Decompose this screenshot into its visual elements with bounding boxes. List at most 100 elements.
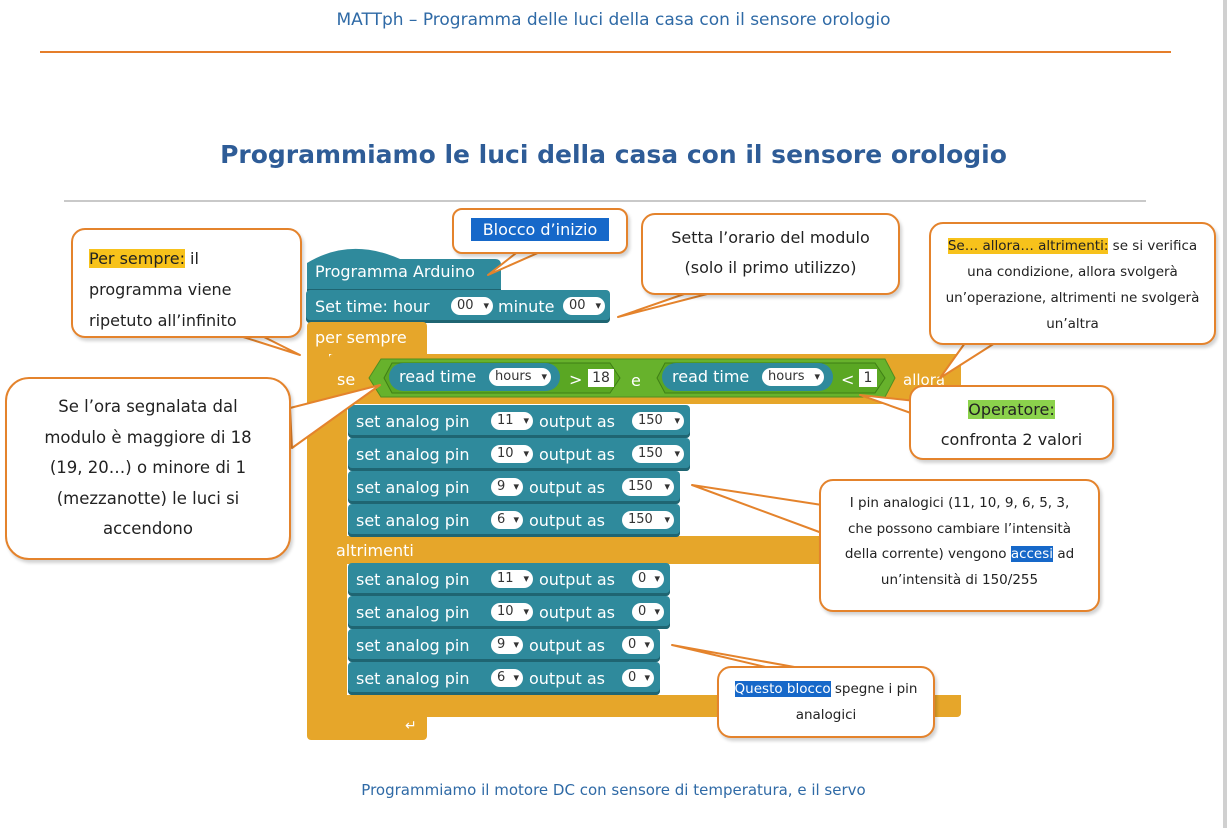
callout-off-highlight: Questo blocco	[734, 681, 831, 697]
callout-off-text: spegne i pin analogici	[795, 681, 918, 723]
loop-arrow-icon: ↵	[405, 718, 417, 734]
value-dropdown[interactable]: 0	[622, 669, 654, 687]
pointer-forever	[239, 335, 301, 356]
callout-operator: Operatore: confronta 2 valori	[909, 385, 1114, 460]
next-lesson-link[interactable]: Programmiamo il motore DC con sensore di…	[361, 781, 866, 799]
if-label: se	[337, 370, 356, 389]
read-time-block-2[interactable]: read time hours	[662, 363, 833, 391]
value-dropdown[interactable]: 150	[632, 445, 684, 463]
callout-ifelse-highlight: Se… allora… altrimenti:	[947, 238, 1109, 254]
scrollbar[interactable]	[1223, 0, 1227, 828]
callout-settime-line2: (solo il primo utilizzo)	[684, 258, 857, 277]
set-time-block[interactable]: Set time: hour 00 minute 00	[306, 290, 610, 323]
title-divider	[64, 200, 1146, 202]
callout-off: Questo blocco spegne i pin analogici	[717, 666, 935, 738]
value-dropdown[interactable]: 0	[632, 570, 664, 588]
set-pin-label: set analog pin	[356, 511, 470, 530]
callout-start-text: Blocco d’inizio	[470, 218, 610, 241]
callout-operator-text: confronta 2 valori	[940, 430, 1083, 449]
callout-forever: Per sempre: il programma viene ripetuto …	[71, 228, 302, 338]
callout-condition: Se l’ora segnalata dal modulo è maggiore…	[5, 377, 291, 560]
callout-start: Blocco d’inizio	[452, 208, 628, 254]
set-pin-label: set analog pin	[356, 669, 470, 688]
read-time-block-1[interactable]: read time hours	[389, 363, 560, 391]
set-pin-block-11-on[interactable]: set analog pin 11 output as 150	[348, 405, 690, 438]
page-title: Programmiamo le luci della casa con il s…	[220, 140, 1007, 169]
set-pin-label: set analog pin	[356, 412, 470, 431]
pin-dropdown[interactable]: 9	[491, 636, 523, 654]
pin-dropdown[interactable]: 10	[491, 603, 533, 621]
set-pin-block-10-on[interactable]: set analog pin 10 output as 150	[348, 438, 690, 471]
set-pin-label: set analog pin	[356, 603, 470, 622]
output-as-label: output as	[539, 570, 615, 589]
set-pin-label: set analog pin	[356, 445, 470, 464]
read-time-label-1: read time	[399, 367, 477, 386]
else-bar	[329, 536, 829, 564]
set-pin-block-10-off[interactable]: set analog pin 10 output as 0	[348, 596, 670, 629]
header-title: MATTph – Programma delle luci della casa…	[336, 10, 891, 30]
and-label: e	[631, 371, 641, 390]
callout-forever-text: il programma viene ripetuto all’infinito	[89, 249, 237, 330]
set-pin-block-6-off[interactable]: set analog pin 6 output as 0	[348, 662, 660, 695]
less-than-operator: <	[841, 370, 855, 389]
callout-settime: Setta l’orario del modulo (solo il primo…	[641, 213, 900, 295]
pin-dropdown[interactable]: 6	[491, 511, 523, 529]
pin-dropdown[interactable]: 11	[491, 412, 533, 430]
set-pin-label: set analog pin	[356, 636, 470, 655]
value-field-1[interactable]: 1	[859, 369, 877, 387]
value-field-18[interactable]: 18	[588, 369, 614, 387]
callout-pins-text-1: I pin analogici (11, 10, 9, 6, 5, 3, che…	[844, 495, 1071, 562]
read-time-label-2: read time	[672, 367, 750, 386]
set-pin-block-9-on[interactable]: set analog pin 9 output as 150	[348, 471, 680, 504]
output-as-label: output as	[539, 412, 615, 431]
pointer-pins	[691, 484, 823, 534]
output-as-label: output as	[539, 603, 615, 622]
output-as-label: output as	[529, 636, 605, 655]
pointer-settime	[617, 291, 716, 318]
forever-foot	[307, 714, 427, 740]
pointer-condition	[289, 384, 381, 449]
forever-label: per sempre	[315, 328, 407, 347]
else-label: altrimenti	[336, 541, 414, 560]
value-dropdown[interactable]: 150	[622, 478, 674, 496]
pin-dropdown[interactable]: 11	[491, 570, 533, 588]
output-as-label: output as	[529, 669, 605, 688]
callout-pins: I pin analogici (11, 10, 9, 6, 5, 3, che…	[819, 479, 1100, 612]
program-label: Programma Arduino	[315, 262, 475, 281]
callout-pins-highlight: accesi	[1010, 546, 1054, 562]
callout-condition-text: Se l’ora segnalata dal modulo è maggiore…	[44, 397, 252, 538]
set-pin-label: set analog pin	[356, 478, 470, 497]
value-dropdown[interactable]: 0	[622, 636, 654, 654]
callout-ifelse-text: se si verifica una condizione, allora sv…	[945, 238, 1200, 332]
forever-block[interactable]	[307, 322, 427, 354]
minute-dropdown[interactable]: 00	[563, 297, 605, 315]
value-dropdown[interactable]: 150	[632, 412, 684, 430]
set-pin-block-6-on[interactable]: set analog pin 6 output as 150	[348, 504, 680, 537]
hours-dropdown-2[interactable]: hours	[762, 368, 824, 386]
then-label: allora	[903, 371, 946, 389]
value-dropdown[interactable]: 150	[622, 511, 674, 529]
pointer-ifelse	[939, 342, 996, 379]
output-as-label: output as	[529, 478, 605, 497]
output-as-label: output as	[529, 511, 605, 530]
callout-pins-text-2: ad un’intensità di 150/255	[880, 546, 1075, 588]
pin-dropdown[interactable]: 10	[491, 445, 533, 463]
hour-dropdown[interactable]: 00	[451, 297, 493, 315]
minute-label: minute	[498, 297, 555, 316]
pointer-off	[671, 644, 801, 669]
greater-than-operator: >	[569, 370, 583, 389]
hours-dropdown-1[interactable]: hours	[489, 368, 551, 386]
value-dropdown[interactable]: 0	[632, 603, 664, 621]
callout-forever-highlight: Per sempre:	[89, 249, 185, 268]
pin-dropdown[interactable]: 6	[491, 669, 523, 687]
header-divider	[40, 51, 1171, 53]
callout-ifelse: Se… allora… altrimenti: se si verifica u…	[929, 222, 1216, 345]
pin-dropdown[interactable]: 9	[491, 478, 523, 496]
callout-settime-line1: Setta l’orario del modulo	[671, 228, 870, 247]
set-pin-block-9-off[interactable]: set analog pin 9 output as 0	[348, 629, 660, 662]
set-time-label: Set time: hour	[315, 297, 430, 316]
set-pin-label: set analog pin	[356, 570, 470, 589]
callout-operator-highlight: Operatore:	[968, 400, 1055, 419]
set-pin-block-11-off[interactable]: set analog pin 11 output as 0	[348, 563, 670, 596]
output-as-label: output as	[539, 445, 615, 464]
